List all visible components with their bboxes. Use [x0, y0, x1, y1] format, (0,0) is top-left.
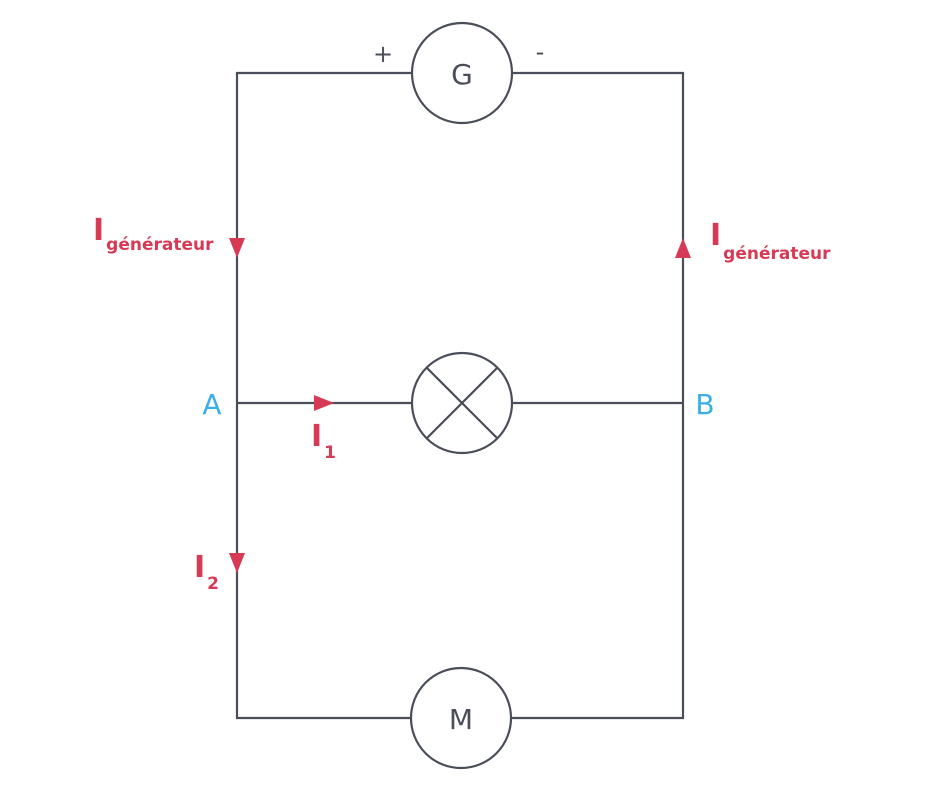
arrow-i1-current [314, 395, 334, 411]
lamp-cross-icon [426, 367, 498, 439]
node-a-label: A [202, 388, 221, 421]
motor-letter: M [449, 703, 473, 736]
wire-top-left [235, 71, 412, 720]
node-b-label: B [695, 388, 714, 421]
current-i2-sub: 2 [207, 574, 219, 594]
lamp [410, 351, 514, 455]
current-i2-main: I [194, 550, 205, 585]
motor: M [409, 666, 513, 770]
generator: G [410, 21, 514, 125]
current-right-generator-main: I [710, 218, 721, 253]
arrow-right-generator-current [675, 238, 691, 258]
generator-plus-sign: + [373, 40, 393, 68]
arrow-left-generator-current [229, 238, 245, 258]
generator-minus-sign: - [536, 38, 545, 66]
current-i1-sub: 1 [324, 443, 336, 463]
current-label-right-generator: Igénérateur [710, 218, 831, 264]
generator-letter: G [451, 58, 473, 91]
wire-top-right [512, 71, 685, 720]
current-left-generator-sub: générateur [106, 235, 214, 255]
arrow-i2-current [229, 553, 245, 573]
current-i1-main: I [311, 419, 322, 454]
current-right-generator-sub: générateur [723, 244, 831, 264]
current-left-generator-main: I [93, 213, 104, 248]
